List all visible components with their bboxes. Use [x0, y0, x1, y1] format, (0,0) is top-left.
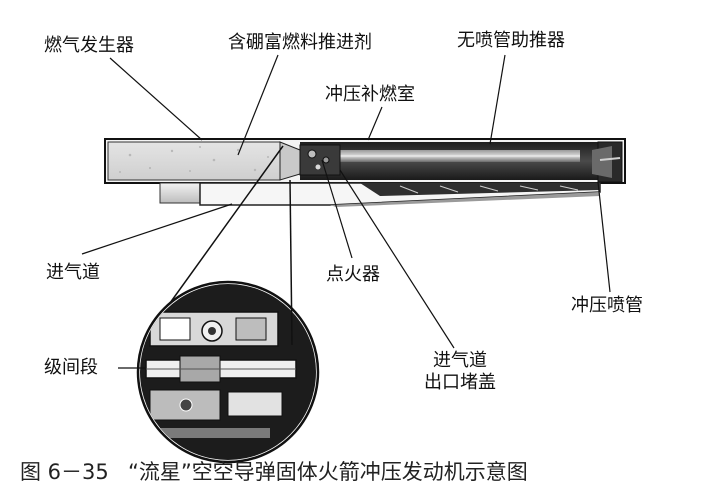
figure-caption: 图 6－35 “流星”空空导弹固体火箭冲压发动机示意图	[0, 455, 714, 489]
air-inlet-shape	[160, 183, 600, 207]
label-nozzleless-booster: 无喷管助推器	[457, 30, 565, 52]
label-air-inlet: 进气道	[46, 262, 100, 284]
gas-generator-section	[108, 142, 280, 180]
label-igniter: 点火器	[326, 264, 380, 286]
leader-ramjet-combustor	[368, 107, 382, 140]
leader-air-inlet	[82, 204, 232, 254]
label-inlet-port-cover: 进气道 出口堵盖	[414, 350, 506, 394]
engine-body	[105, 139, 625, 183]
leader-nozzleless-booster	[490, 55, 505, 144]
label-ramjet-nozzle: 冲压喷管	[571, 295, 643, 317]
igniter-module	[300, 145, 340, 175]
label-interstage: 级间段	[44, 357, 98, 379]
label-inlet-port-cover-line1: 进气道	[414, 350, 506, 372]
label-gas-generator: 燃气发生器	[44, 35, 134, 57]
leader-ramjet-nozzle	[598, 182, 610, 292]
label-boron-propellant: 含硼富燃料推进剂	[228, 32, 372, 54]
label-ramjet-combustor: 冲压补燃室	[325, 84, 415, 106]
label-inlet-port-cover-line2: 出口堵盖	[414, 372, 506, 394]
figure-number: 图 6－35	[20, 455, 109, 489]
figure-title: “流星”空空导弹固体火箭冲压发动机示意图	[128, 455, 528, 489]
leader-gas-generator	[110, 58, 202, 140]
